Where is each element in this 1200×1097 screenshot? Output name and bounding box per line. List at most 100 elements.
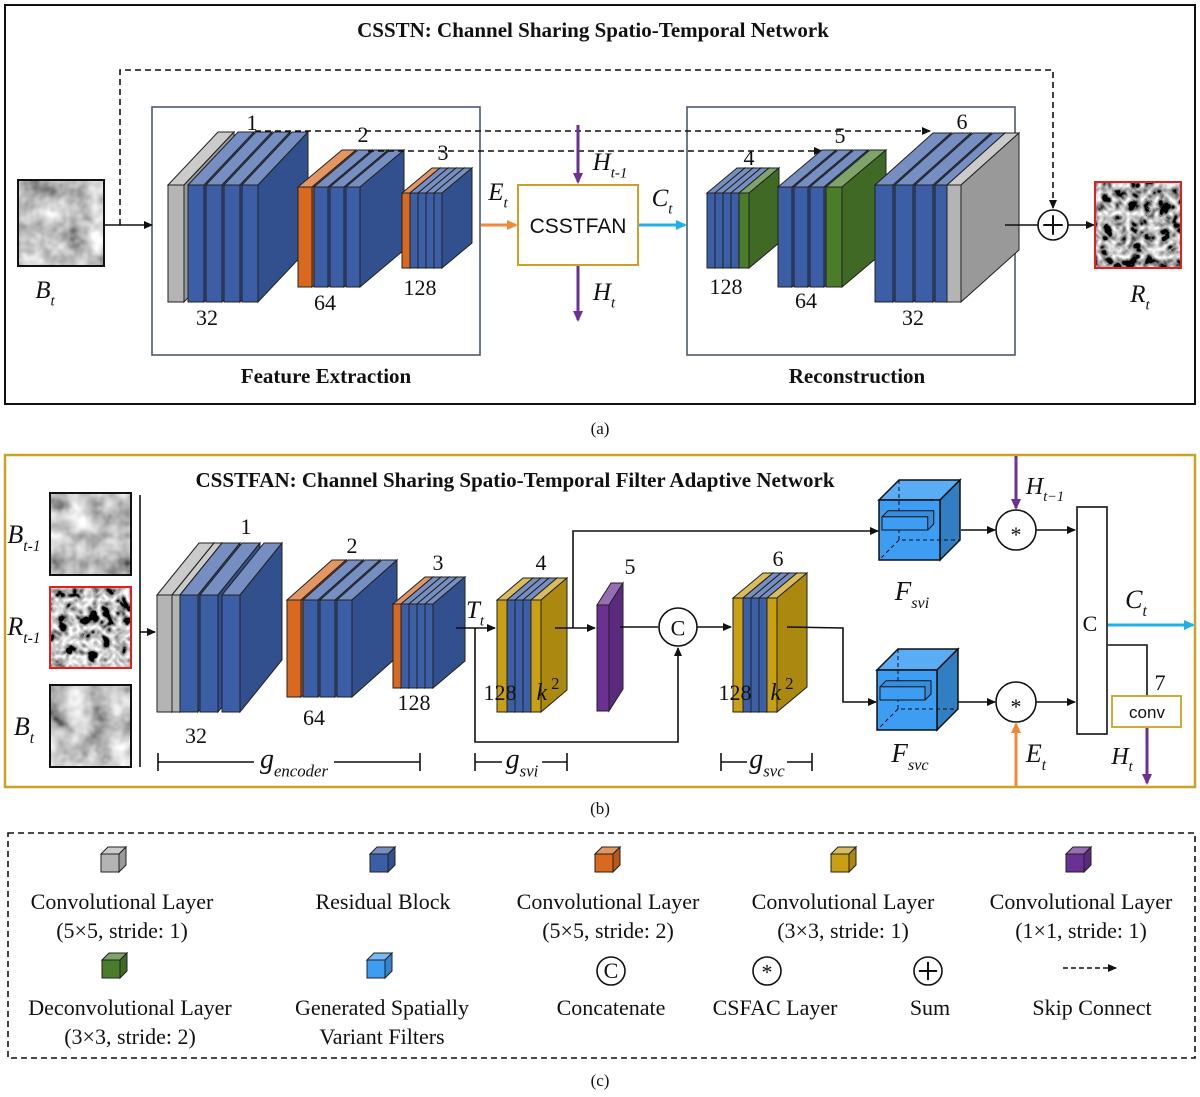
gray-cube-icon — [99, 845, 128, 874]
h-prev-label: Ht−1 — [1025, 474, 1064, 505]
e-t-label-sub: t — [1042, 757, 1047, 774]
csstn-frame — [4, 4, 1196, 405]
input-image-rt-1 — [49, 586, 132, 669]
legend-item-orange: Convolutional Layer (5×5, stride: 2) — [517, 845, 700, 943]
stack-6 — [731, 571, 809, 714]
bracket-label-main: g — [749, 744, 763, 775]
channel-count: 64 — [314, 290, 336, 315]
skip-connection-global — [119, 69, 1057, 225]
h-t-label-sub: t — [611, 296, 616, 312]
h-prev-label-sub: t-1 — [611, 166, 628, 182]
image-texture — [50, 587, 131, 668]
legend-symbol: * — [752, 956, 782, 986]
csfac-node-top-symbol: * — [1011, 522, 1022, 547]
image-border — [1094, 181, 1182, 269]
legend-frame — [7, 832, 1196, 1059]
k-squared-label-6-main: k — [770, 680, 781, 706]
c-t-label-main: C — [1125, 585, 1143, 614]
csstfan-frame — [3, 453, 1197, 789]
feature-extraction-label: Feature Extraction — [241, 364, 412, 388]
caption-a: (a) — [591, 419, 610, 438]
stack-number-5: 5 — [625, 554, 636, 579]
h-prev-label-sub: t−1 — [1043, 489, 1064, 505]
legend-item-green: Deconvolutional Layer (3×3, stride: 2) — [28, 951, 232, 1049]
legend-label: (3×3, stride: 2) — [64, 1024, 196, 1049]
legend-symbol: C — [596, 956, 626, 986]
caption-b: (b) — [590, 799, 610, 818]
legend-label: (1×1, stride: 1) — [1015, 918, 1147, 943]
blue-cube-icon — [368, 845, 397, 874]
stack-4 — [705, 166, 781, 270]
big-concat-label: C — [1083, 611, 1098, 636]
csfac-node-bottom-symbol: * — [1011, 694, 1022, 719]
gray-layer — [99, 845, 128, 874]
legend-item-sum: Sum — [910, 956, 950, 1020]
reconstruction-label: Reconstruction — [789, 364, 926, 388]
fsvc-filter-cube — [875, 647, 960, 732]
input-label-bt: Bt — [14, 712, 35, 747]
fsvi-filter-cube — [877, 478, 962, 562]
legend-item-gold: Convolutional Layer(3×3, stride: 1) — [752, 845, 935, 943]
input-label-bt-1-sub: t-1 — [23, 538, 40, 555]
output-label: Rt — [1129, 281, 1150, 314]
image-texture — [18, 180, 104, 266]
fsvi-label-sub: svi — [911, 594, 929, 612]
to-fsvi — [572, 527, 879, 628]
t-t-label-main: T — [466, 597, 482, 624]
legend-label: Convolutional Layer — [517, 889, 700, 914]
h-prev-label-main: H — [1025, 474, 1045, 500]
blue-layer — [368, 845, 397, 874]
bracket-label-sub: encoder — [274, 761, 329, 780]
stack-4 — [495, 576, 569, 714]
panel-b: CSSTFAN: Channel Sharing Spatio-Temporal… — [3, 453, 1197, 818]
bracket-label-sub: svi — [520, 761, 539, 780]
legend-label: Concatenate — [557, 995, 666, 1020]
input-label-bt-1: Bt-1 — [7, 520, 40, 555]
input-label-main: B — [35, 277, 50, 304]
stack-number-4: 4 — [744, 145, 755, 170]
c-t-label: Ct — [652, 185, 674, 218]
purple-layer — [596, 581, 624, 713]
e-t-label: Et — [487, 179, 508, 212]
panel-c-legend: Convolutional Layer(5×5, stride: 1)Resid… — [7, 832, 1196, 1090]
stack-1 — [155, 541, 284, 714]
stack-number-6: 6 — [773, 546, 784, 571]
blue-layer — [335, 558, 399, 699]
legend-item-csfac: * CSFAC Layer — [713, 956, 839, 1020]
stack-number-6: 6 — [957, 109, 968, 134]
channel-count: 128 — [484, 680, 517, 705]
h-t-label-main: H — [1110, 744, 1130, 770]
stack-6 — [873, 131, 1021, 304]
fsvi-label-main: F — [894, 576, 912, 606]
legend-label: (5×5, stride: 2) — [542, 918, 674, 943]
output-label-sub: t — [1146, 298, 1151, 314]
c-t-label-sub: t — [668, 202, 673, 218]
output-label-main: R — [1129, 281, 1145, 308]
csstfan-module-label: CSSTFAN — [530, 215, 627, 238]
bracket-label: gencoder — [260, 744, 329, 780]
purple-cube-icon — [1064, 845, 1093, 874]
blue-layer — [344, 148, 406, 289]
stack-number-4: 4 — [536, 550, 547, 575]
csstfan-module: CSSTFAN — [517, 184, 639, 266]
channel-count: 64 — [303, 705, 325, 730]
legend-label: CSFAC Layer — [713, 995, 839, 1020]
output-image-rt — [1094, 181, 1182, 269]
e-t-label-main: E — [487, 179, 503, 206]
gold-layer — [829, 845, 858, 874]
bracket-label: gsvc — [749, 744, 785, 780]
h-prev-label-main: H — [592, 149, 613, 176]
image-texture — [1095, 182, 1181, 268]
channel-count: 128 — [719, 680, 752, 705]
bracket-svi: gsvi — [474, 744, 568, 780]
feature-extraction-box — [151, 106, 481, 356]
legend-label: Deconvolutional Layer — [28, 995, 232, 1020]
stack-number-3: 3 — [438, 140, 449, 165]
channel-count: 128 — [398, 690, 431, 715]
image-border — [49, 492, 132, 576]
legend-item-blue: Residual Block — [315, 845, 451, 914]
channel-count: 64 — [795, 288, 817, 313]
